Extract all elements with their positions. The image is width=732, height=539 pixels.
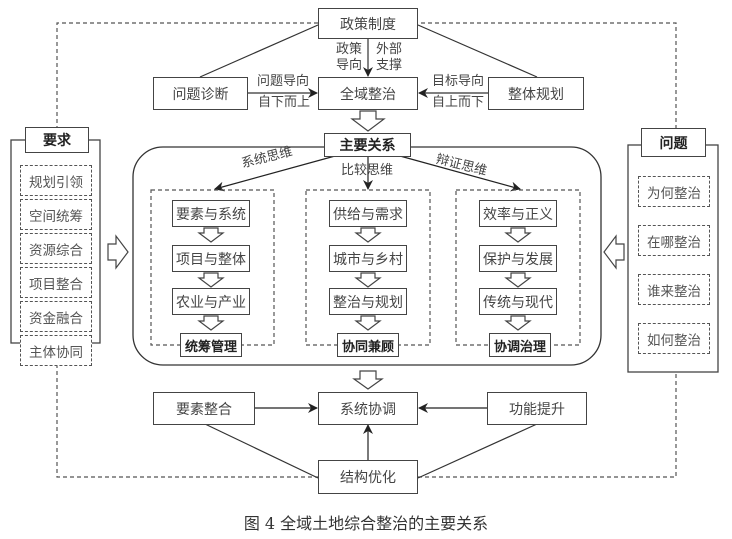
requirement-item: 空间统筹 [20, 199, 92, 230]
problem-item: 谁来整治 [638, 274, 710, 305]
label-external-support-2: 支撑 [376, 58, 403, 73]
chevron-arrow-group2-3 [354, 315, 382, 331]
group2-item: 城市与乡村 [329, 245, 407, 272]
figure-caption: 图 4 全域土地综合整治的主要关系 [243, 514, 489, 533]
group1-item: 农业与产业 [172, 288, 250, 315]
group3-item: 保护与发展 [479, 245, 557, 272]
label-bottom-up: 自下而上 [258, 95, 311, 110]
label-policy-guidance-2: 导向 [336, 58, 363, 73]
function-upgrade-box: 功能提升 [487, 392, 587, 425]
group1-item: 项目与整体 [172, 245, 250, 272]
problem-item: 为何整治 [638, 176, 710, 207]
hollow-arrow-down-2 [352, 370, 384, 390]
whole-area-remediation-box: 全域整治 [318, 77, 418, 110]
label-comparative-thinking: 比较思维 [341, 163, 394, 178]
requirement-item: 规划引领 [20, 165, 92, 196]
hollow-arrow-left-right-panel [603, 234, 625, 270]
label-external-support-1: 外部 [376, 42, 403, 57]
problem-diagnosis-box: 问题诊断 [153, 77, 248, 110]
structure-optimization-box: 结构优化 [318, 460, 418, 494]
chevron-arrow-group1-1 [197, 227, 225, 243]
label-goal-oriented: 目标导向 [432, 74, 485, 89]
chevron-arrow-group1-3 [197, 315, 225, 331]
problems-panel-title: 问题 [641, 128, 706, 157]
chevron-arrows [197, 227, 532, 331]
requirement-item: 资源综合 [20, 233, 92, 264]
chevron-arrow-group3-3 [504, 315, 532, 331]
policy-system-box: 政策制度 [318, 8, 418, 39]
group2-item: 整治与规划 [329, 288, 407, 315]
group2-footer: 协同兼顾 [337, 333, 399, 357]
group3-item: 传统与现代 [479, 288, 557, 315]
label-problem-oriented: 问题导向 [257, 74, 310, 89]
hollow-arrow-right-left-panel [107, 234, 129, 270]
requirement-item: 项目整合 [20, 267, 92, 298]
element-integration-box: 要素整合 [153, 392, 255, 425]
overall-planning-box: 整体规划 [488, 77, 584, 110]
chevron-arrow-group3-1 [504, 227, 532, 243]
function-to-structure-line [417, 423, 538, 479]
policy-to-planning-line [417, 24, 538, 78]
requirement-item: 主体协同 [20, 335, 92, 366]
element-to-structure-line [204, 423, 319, 479]
label-policy-guidance-1: 政策 [336, 42, 363, 57]
requirements-panel-title: 要求 [25, 127, 89, 153]
main-relations-box: 主要关系 [324, 133, 411, 157]
outer-dashed-frame [56, 22, 677, 478]
problem-item: 在哪整治 [638, 225, 710, 256]
problem-item: 如何整治 [638, 323, 710, 354]
chevron-arrow-group2-1 [354, 227, 382, 243]
group2-item: 供给与需求 [329, 200, 407, 227]
systems-thinking-arrow [214, 155, 336, 192]
chevron-arrow-group2-2 [354, 272, 382, 288]
chevron-arrow-group3-2 [504, 272, 532, 288]
group3-footer: 协调治理 [489, 333, 551, 357]
group3-item: 效率与正义 [479, 200, 557, 227]
dialectical-thinking-arrow [399, 155, 521, 192]
hollow-arrow-down-1 [350, 110, 386, 132]
chevron-arrow-group1-2 [197, 272, 225, 288]
group1-item: 要素与系统 [172, 200, 250, 227]
policy-to-diagnosis-line [199, 24, 319, 78]
group1-footer: 统筹管理 [180, 333, 242, 357]
label-top-down: 自上而下 [432, 95, 485, 110]
requirement-item: 资金融合 [20, 301, 92, 332]
system-coordination-box: 系统协调 [318, 392, 418, 425]
